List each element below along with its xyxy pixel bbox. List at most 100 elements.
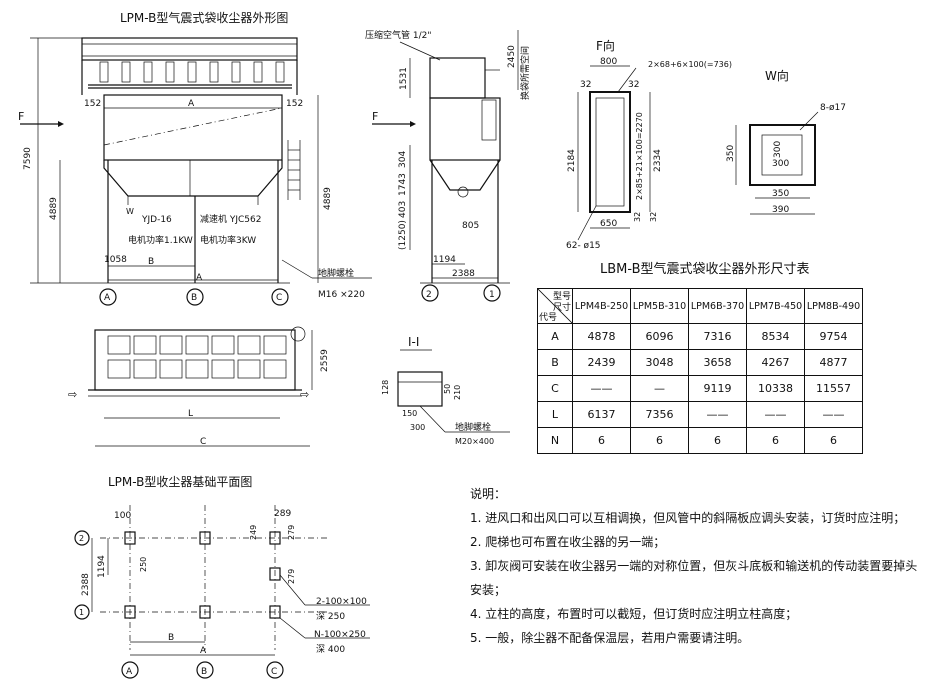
- dim-c: C: [200, 437, 206, 447]
- table-row: N 6 6 6 6 6: [537, 427, 863, 454]
- fdn-dim-b: B: [168, 633, 174, 643]
- table-cell: 4267: [746, 349, 805, 376]
- table-cell: 6: [630, 427, 689, 454]
- dim-1194: 1194: [433, 255, 456, 265]
- notes-heading: 说明：: [470, 487, 507, 501]
- anchor-bolt-spec: M16 ×220: [318, 290, 365, 300]
- axis-bubble-a: [99, 288, 117, 306]
- f-dim-32-bottom-b: 32: [649, 212, 658, 222]
- w-bolt-holes: 8-ø17: [820, 103, 846, 113]
- table-cell: 6137: [572, 401, 631, 428]
- f-dim-32-right: 32: [628, 80, 639, 90]
- fdn-axis-label-1: 1: [79, 608, 84, 617]
- table-cell: 8534: [746, 323, 805, 350]
- f-arrow-label: F: [18, 110, 24, 123]
- table-cell: 6: [746, 427, 805, 454]
- table-cell: 11557: [804, 375, 863, 402]
- f-dim-650: 650: [600, 219, 617, 229]
- f-dim-32-bottom-a: 32: [633, 212, 642, 222]
- fdn-axis-bubble-1: [74, 604, 90, 620]
- dim-1058: 1058: [104, 255, 127, 265]
- outlet-arrow-icon: ⇨: [300, 388, 309, 401]
- f-view: F向 800 32 32 2×68+6×100(=736) 2184 2×85+…: [566, 38, 732, 251]
- axis-bubble-b: [186, 288, 204, 306]
- dim-152-left: 152: [84, 99, 101, 109]
- dim-805: 805: [462, 221, 479, 231]
- table-row: A 4878 6096 7316 8534 9754: [537, 323, 863, 350]
- w-view-flange: [749, 124, 816, 186]
- dim-1531: 1531: [399, 67, 409, 90]
- compressed-air-pipe-label: 压缩空气管 1/2": [365, 29, 432, 41]
- table-header-model: LPM6B-370: [688, 288, 747, 324]
- fdn-dim-249: 249: [249, 525, 258, 540]
- f-view-outlet-frame: [589, 91, 631, 213]
- hopper: [103, 160, 283, 197]
- f-hole-pattern-side: 2×85+21×100=2270: [635, 112, 644, 200]
- table-header-model: LPM7B-450: [746, 288, 805, 324]
- w-dim-390: 390: [772, 205, 789, 215]
- section-dim-300: 300: [410, 423, 425, 432]
- fdn-pit-depth-1: 深 250: [316, 611, 345, 622]
- table-cell: ——: [572, 375, 631, 402]
- w-dim-300-vertical: 300: [773, 141, 783, 158]
- dim-l: L: [188, 409, 193, 419]
- fdn-axis-bubble-b: [196, 661, 214, 679]
- table-row-code: A: [537, 323, 573, 350]
- main-title: LPM-B型气震式袋收尘器外形图: [120, 10, 288, 25]
- axis-label-a: A: [104, 293, 111, 303]
- table-cell: 9119: [688, 375, 747, 402]
- section-anchor-spec: M20×400: [455, 437, 494, 446]
- note-item: 3. 卸灰阀可安装在收尘器另一端的对称位置，但灰斗底板和输送机的传动装置要掉头: [470, 559, 918, 573]
- note-item: 2. 爬梯也可布置在收尘器的另一端；: [470, 535, 666, 549]
- axis-bubble-2: [421, 284, 439, 302]
- table-cell: ——: [804, 401, 863, 428]
- fdn-axis-label-a: A: [126, 667, 133, 677]
- f-dim-2184: 2184: [567, 149, 577, 172]
- section-dim-50: 50: [443, 384, 452, 394]
- section-dim-210: 210: [453, 385, 462, 400]
- f-dim-800: 800: [600, 57, 617, 67]
- table-row: B 2439 3048 3658 4267 4877: [537, 349, 863, 376]
- corner-code-label: 代号: [539, 313, 558, 323]
- table-cell: 7316: [688, 323, 747, 350]
- fdn-dim-279-a: 279: [287, 525, 296, 540]
- foundation-title: LPM-B型收尘器基础平面图: [108, 475, 252, 489]
- bag-change-clearance: 换袋所需空间: [519, 46, 531, 100]
- w-dim-350-vertical: 350: [726, 145, 736, 162]
- dimension-table: 型号 尺寸 代号 LPM4B-250 LPM5B-310 LPM6B-370 L…: [537, 288, 863, 454]
- fdn-axis-label-c: C: [271, 667, 277, 677]
- note-item: 5. 一般，除尘器不配备保温层，若用户需要请注明。: [470, 631, 750, 645]
- ladder: [287, 140, 301, 200]
- dim-1250: (1250): [398, 220, 408, 250]
- table-cell: 6: [804, 427, 863, 454]
- motor2-power: 电机功率3KW: [200, 234, 256, 246]
- fdn-axis-bubble-c: [266, 661, 284, 679]
- axis-label-2: 2: [426, 290, 432, 300]
- fdn-dim-279-b: 279: [287, 569, 296, 584]
- table-row-code: B: [537, 349, 573, 376]
- axis-label-1: 1: [489, 290, 495, 300]
- dim-b: B: [148, 257, 154, 267]
- fdn-axis-bubble-a: [121, 661, 139, 679]
- fdn-dim-a: A: [200, 646, 207, 656]
- table-cell: 9754: [804, 323, 863, 350]
- axis-label-c: C: [276, 293, 282, 303]
- dim-a-top: A: [188, 99, 195, 109]
- notes-block: 说明： 1. 进风口和出风口可以互相调换，但风管中的斜隔板应调头安装，订货时应注…: [470, 482, 940, 650]
- dim-304: 304: [398, 151, 408, 168]
- table-row-code: N: [537, 427, 573, 454]
- note-item: 4. 立柱的高度，布置时可以截短，但订货时应注明立柱高度；: [470, 607, 798, 621]
- dim-4889-left: 4889: [49, 197, 59, 220]
- dim-a-bottom: A: [196, 273, 203, 283]
- dim-4889-right: 4889: [323, 187, 333, 210]
- table-cell: 4878: [572, 323, 631, 350]
- table-cell: 2439: [572, 349, 631, 376]
- dim-2559: 2559: [320, 349, 330, 372]
- plan-bag-cells: [107, 335, 287, 379]
- note-item: 安装；: [470, 583, 507, 597]
- section-i-i: I-I 128 50 210 150 300 地脚螺栓 M20×400: [381, 335, 510, 446]
- w-mark: W: [126, 207, 134, 216]
- foundation-plan: LPM-B型收尘器基础平面图 100 250 1194 2388 2 1 289…: [74, 475, 370, 679]
- f-dim-2334: 2334: [653, 149, 663, 172]
- table-row: C —— — 9119 10338 11557: [537, 375, 863, 402]
